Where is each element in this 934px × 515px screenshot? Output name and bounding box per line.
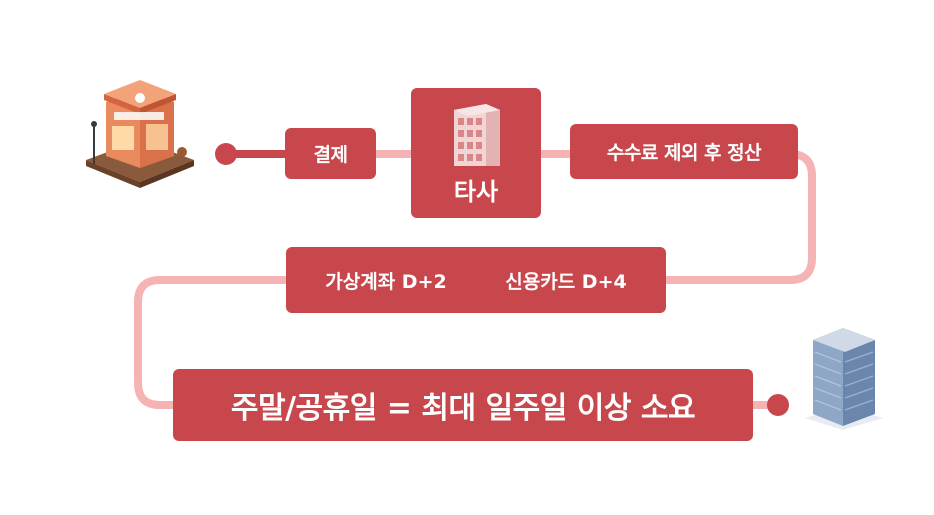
settlement-label: 수수료 제외 후 정산 — [606, 142, 762, 164]
payment-label: 결제 — [313, 144, 348, 166]
building-icon — [454, 104, 500, 166]
store-icon — [86, 80, 194, 188]
credit-card-label: 신용카드 D+4 — [505, 270, 627, 293]
end-dot — [767, 394, 789, 416]
settlement-node: 수수료 제외 후 정산 — [570, 124, 798, 179]
payment-node: 결제 — [285, 128, 376, 179]
account-transfer-label: 가상계좌 D+2 — [325, 270, 447, 293]
office-tower-icon — [805, 328, 883, 430]
holiday-note-node: 주말/공휴일 = 최대 일주일 이상 소요 — [173, 369, 753, 441]
other-company-label: 타사 — [453, 178, 499, 206]
holiday-note-label: 주말/공휴일 = 최대 일주일 이상 소요 — [230, 391, 696, 426]
start-dot — [215, 143, 237, 165]
payout-schedule-node: 가상계좌 D+2 신용카드 D+4 — [286, 247, 666, 313]
other-company-node: 타사 — [411, 88, 541, 218]
